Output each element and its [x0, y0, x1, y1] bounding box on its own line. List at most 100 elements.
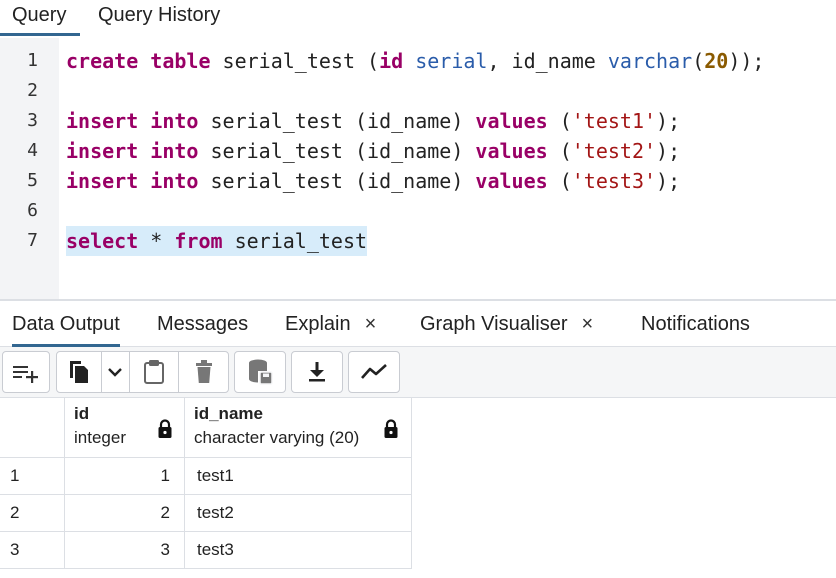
- line-number: 5: [27, 170, 38, 191]
- code-token: serial_test (id_name): [198, 109, 476, 133]
- code-token: );: [656, 109, 681, 133]
- close-graph-icon[interactable]: ×: [581, 313, 594, 335]
- keyword: values: [475, 109, 548, 133]
- tab-data-output[interactable]: Data Output: [12, 310, 120, 347]
- tab-query[interactable]: Query: [0, 0, 80, 36]
- add-row-group: [2, 351, 50, 393]
- tab-explain[interactable]: Explain ×: [285, 310, 376, 338]
- code-token: );: [656, 139, 681, 163]
- type-token: varchar: [607, 49, 693, 73]
- row-number-cell[interactable]: 3: [0, 532, 65, 569]
- row-number: 3: [10, 540, 20, 559]
- tab-messages[interactable]: Messages: [157, 310, 248, 338]
- row-number-header: [0, 397, 65, 458]
- code-text[interactable]: insert into serial_test (id_name) values…: [66, 166, 680, 196]
- row-number-cell[interactable]: 1: [0, 458, 65, 495]
- delete-button[interactable]: [179, 352, 228, 392]
- graph-icon: [361, 364, 387, 379]
- download-button[interactable]: [292, 352, 342, 392]
- paste-button[interactable]: [130, 352, 178, 392]
- cell-value: test3: [197, 540, 234, 559]
- row-number-cell[interactable]: 2: [0, 495, 65, 532]
- cell-value: test1: [197, 466, 234, 485]
- table-cell-id[interactable]: 3: [65, 532, 185, 569]
- code-token: serial_test (id_name): [198, 139, 476, 163]
- toolbar-separator: [101, 352, 102, 392]
- output-tab-bar: Data Output Messages Explain × Graph Visu…: [0, 301, 836, 347]
- code-text[interactable]: insert into serial_test (id_name) values…: [66, 106, 680, 136]
- cell-value: test2: [197, 503, 234, 522]
- column-type: integer: [74, 428, 126, 447]
- save-data-icon: [249, 359, 273, 385]
- code-line-1: 1 create table serial_test (id serial, i…: [0, 46, 836, 76]
- keyword: id: [379, 49, 404, 73]
- tab-label: Explain: [285, 313, 351, 335]
- tab-label: Data Output: [12, 313, 120, 335]
- keyword: insert into: [66, 109, 199, 133]
- code-text[interactable]: insert into serial_test (id_name) values…: [66, 136, 680, 166]
- code-token: (: [692, 49, 705, 73]
- code-line-4: 4 insert into serial_test (id_name) valu…: [0, 136, 836, 166]
- column-header-id-name[interactable]: id_name character varying (20): [185, 397, 412, 458]
- line-number: 6: [27, 200, 38, 221]
- lock-icon: [384, 419, 398, 438]
- line-number: 2: [27, 80, 38, 101]
- row-number: 2: [10, 503, 20, 522]
- chevron-down-icon: [108, 368, 122, 377]
- code-line-7: 7 select * from serial_test: [0, 226, 836, 256]
- code-token: ));: [728, 49, 765, 73]
- code-token: );: [656, 169, 681, 193]
- keyword: select: [66, 229, 139, 253]
- keyword: insert into: [66, 139, 199, 163]
- cell-value: 3: [160, 540, 170, 559]
- clipboard-group: [56, 351, 229, 393]
- copy-icon: [70, 361, 88, 383]
- close-explain-icon[interactable]: ×: [364, 313, 377, 335]
- line-number: 7: [27, 230, 38, 251]
- number-token: 20: [704, 49, 729, 73]
- toolbar-separator: [178, 352, 179, 392]
- copy-button[interactable]: [57, 352, 101, 392]
- tab-label: Messages: [157, 313, 249, 335]
- cell-value: 1: [160, 466, 170, 485]
- tab-label: Notifications: [641, 313, 750, 335]
- code-token: serial_test (id_name): [198, 169, 476, 193]
- table-cell-id[interactable]: 1: [65, 458, 185, 495]
- tab-label: Graph Visualiser: [420, 313, 568, 335]
- copy-options-button[interactable]: [102, 352, 128, 392]
- tab-graph-visualiser[interactable]: Graph Visualiser ×: [420, 310, 593, 338]
- keyword: from: [174, 229, 223, 253]
- graph-button[interactable]: [349, 352, 399, 392]
- save-data-button[interactable]: [235, 352, 285, 392]
- add-row-button[interactable]: [3, 352, 49, 392]
- editor-tab-bar: Query Query History: [0, 0, 836, 39]
- add-row-icon: [13, 366, 38, 383]
- code-line-5: 5 insert into serial_test (id_name) valu…: [0, 166, 836, 196]
- tab-notifications[interactable]: Notifications: [641, 310, 750, 338]
- code-token: (: [547, 169, 572, 193]
- paste-icon: [144, 360, 164, 384]
- line-number: 1: [27, 50, 38, 71]
- table-cell-id-name[interactable]: test3: [185, 532, 412, 569]
- sql-editor[interactable]: 1 create table serial_test (id serial, i…: [0, 38, 836, 299]
- code-token: serial_test: [222, 229, 368, 253]
- column-name: id_name: [194, 404, 263, 423]
- panel-resize-divider[interactable]: [0, 299, 836, 301]
- code-text[interactable]: create table serial_test (id serial, id_…: [66, 46, 764, 76]
- download-icon: [309, 362, 325, 382]
- cell-value: 2: [160, 503, 170, 522]
- tab-query-history[interactable]: Query History: [98, 4, 221, 26]
- string-token: 'test3': [571, 169, 657, 193]
- table-cell-id[interactable]: 2: [65, 495, 185, 532]
- code-token: serial_test (: [210, 49, 380, 73]
- line-number: 4: [27, 140, 38, 161]
- table-cell-id-name[interactable]: test1: [185, 458, 412, 495]
- line-number: 3: [27, 110, 38, 131]
- selected-code-text[interactable]: select * from serial_test: [66, 226, 368, 256]
- column-header-id[interactable]: id integer: [65, 397, 185, 458]
- keyword: values: [475, 139, 548, 163]
- graph-group: [348, 351, 400, 393]
- toolbar-separator: [129, 352, 130, 392]
- table-cell-id-name[interactable]: test2: [185, 495, 412, 532]
- column-name: id: [74, 404, 90, 423]
